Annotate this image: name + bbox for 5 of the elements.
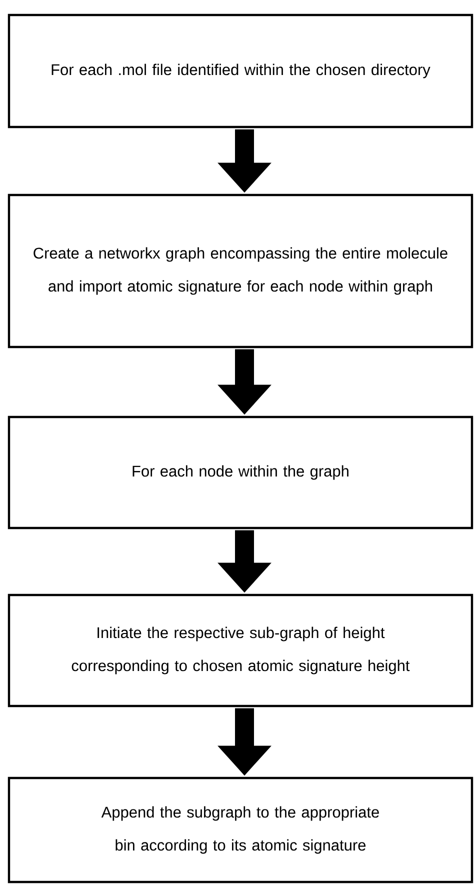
process-box: Append the subgraph to the appropriate bin according to its atomic signature	[8, 776, 474, 884]
process-box: Create a networkx graph encompassing the entire molecule and import atomic signature for each node within graph	[8, 194, 474, 348]
process-box: For each .mol file identified within the chosen directory	[8, 14, 474, 128]
process-box: Initiate the respective sub-graph of height corresponding to chosen atomic signature height	[8, 594, 474, 708]
process-box: For each node within the graph	[8, 416, 474, 530]
